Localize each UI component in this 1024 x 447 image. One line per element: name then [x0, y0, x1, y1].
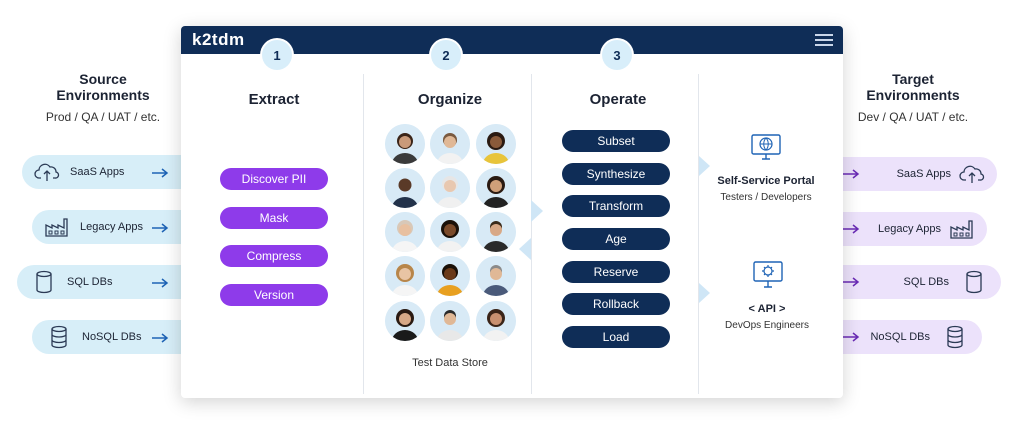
person-avatar: [476, 124, 516, 164]
cloud-upload-icon: [957, 161, 987, 187]
source-item-sql[interactable]: SQL DBs: [17, 265, 202, 299]
synthesize-button[interactable]: Synthesize: [562, 163, 670, 185]
arrow-right-icon: [152, 278, 169, 288]
rollback-button[interactable]: Rollback: [562, 293, 670, 315]
person-avatar: [476, 212, 516, 252]
source-title: Source Environments: [18, 71, 188, 103]
mask-button[interactable]: Mask: [220, 207, 328, 229]
source-item-saas[interactable]: SaaS Apps: [22, 155, 202, 189]
column-divider: [698, 74, 699, 394]
person-avatar: [476, 256, 516, 296]
age-button[interactable]: Age: [562, 228, 670, 250]
person-avatar: [476, 301, 516, 341]
self-service-portal-title: Self-Service Portal: [717, 175, 815, 187]
step-title-organize: Organize: [417, 91, 483, 108]
person-avatar: [385, 168, 425, 208]
reserve-button[interactable]: Reserve: [562, 261, 670, 283]
person-avatar: [385, 124, 425, 164]
source-item-label: NoSQL DBs: [82, 331, 142, 343]
source-item-label: Legacy Apps: [80, 221, 143, 233]
monitor-globe-icon: [751, 134, 781, 160]
source-subtitle: Prod / QA / UAT / etc.: [45, 110, 161, 124]
step-2-badge: 2: [431, 40, 461, 70]
person-avatar: [476, 168, 516, 208]
step-title-operate: Operate: [589, 91, 647, 108]
monitor-gear-icon: [753, 261, 783, 288]
logo: k2tdm: [192, 30, 245, 49]
source-item-nosql[interactable]: NoSQL DBs: [32, 320, 202, 354]
target-subtitle: Dev / QA / UAT / etc.: [857, 110, 969, 124]
subset-button[interactable]: Subset: [562, 130, 670, 152]
arrow-right-icon: [843, 277, 860, 287]
target-item-legacy[interactable]: Legacy Apps: [825, 212, 987, 246]
api-title: < API >: [748, 303, 786, 315]
arrow-right-icon: [152, 168, 169, 178]
flow-arrow-right-icon: [699, 283, 710, 303]
target-title-line1: Target: [892, 71, 934, 87]
hamburger-menu-icon[interactable]: [815, 34, 833, 47]
flow-arrow-left-icon: [519, 238, 531, 260]
target-title: Target Environments: [828, 71, 998, 103]
compress-button[interactable]: Compress: [220, 245, 328, 267]
database-icon: [959, 269, 989, 295]
column-divider: [531, 74, 532, 394]
api-subtitle: DevOps Engineers: [725, 320, 809, 331]
person-avatar: [430, 212, 470, 252]
step-1-badge: 1: [262, 40, 292, 70]
self-service-portal-subtitle: Testers / Developers: [720, 192, 812, 203]
factory-icon: [947, 216, 977, 242]
person-avatar: [430, 256, 470, 296]
step-title-extract: Extract: [248, 91, 300, 108]
test-data-store-label: Test Data Store: [412, 357, 488, 369]
database-icon: [29, 269, 59, 295]
arrow-right-icon: [843, 224, 860, 234]
database-stack-icon: [44, 324, 74, 350]
arrow-right-icon: [843, 332, 860, 342]
person-avatar: [430, 124, 470, 164]
target-title-line2: Environments: [866, 87, 960, 103]
source-title-line2: Environments: [56, 87, 150, 103]
person-avatar: [385, 256, 425, 296]
transform-button[interactable]: Transform: [562, 195, 670, 217]
database-stack-icon: [940, 324, 970, 350]
person-avatar: [385, 212, 425, 252]
version-button[interactable]: Version: [220, 284, 328, 306]
arrow-right-icon: [152, 223, 169, 233]
target-item-label: SaaS Apps: [896, 168, 951, 180]
source-item-label: SQL DBs: [67, 276, 113, 288]
arrow-right-icon: [152, 333, 169, 343]
flow-arrow-right-icon: [531, 200, 543, 222]
panel-header: k2tdm: [181, 26, 843, 54]
column-divider: [363, 74, 364, 394]
person-avatar: [430, 301, 470, 341]
cloud-upload-icon: [32, 159, 62, 185]
target-item-label: NoSQL DBs: [870, 331, 930, 343]
target-item-label: Legacy Apps: [878, 223, 941, 235]
factory-icon: [42, 214, 72, 240]
arrow-right-icon: [843, 169, 860, 179]
source-item-legacy[interactable]: Legacy Apps: [32, 210, 202, 244]
target-item-label: SQL DBs: [903, 276, 949, 288]
source-title-line1: Source: [79, 71, 127, 87]
source-item-label: SaaS Apps: [70, 166, 125, 178]
load-button[interactable]: Load: [562, 326, 670, 348]
person-avatar: [430, 168, 470, 208]
person-avatar: [385, 301, 425, 341]
discover-pii-button[interactable]: Discover PII: [220, 168, 328, 190]
flow-arrow-right-icon: [699, 156, 710, 176]
step-3-badge: 3: [602, 40, 632, 70]
